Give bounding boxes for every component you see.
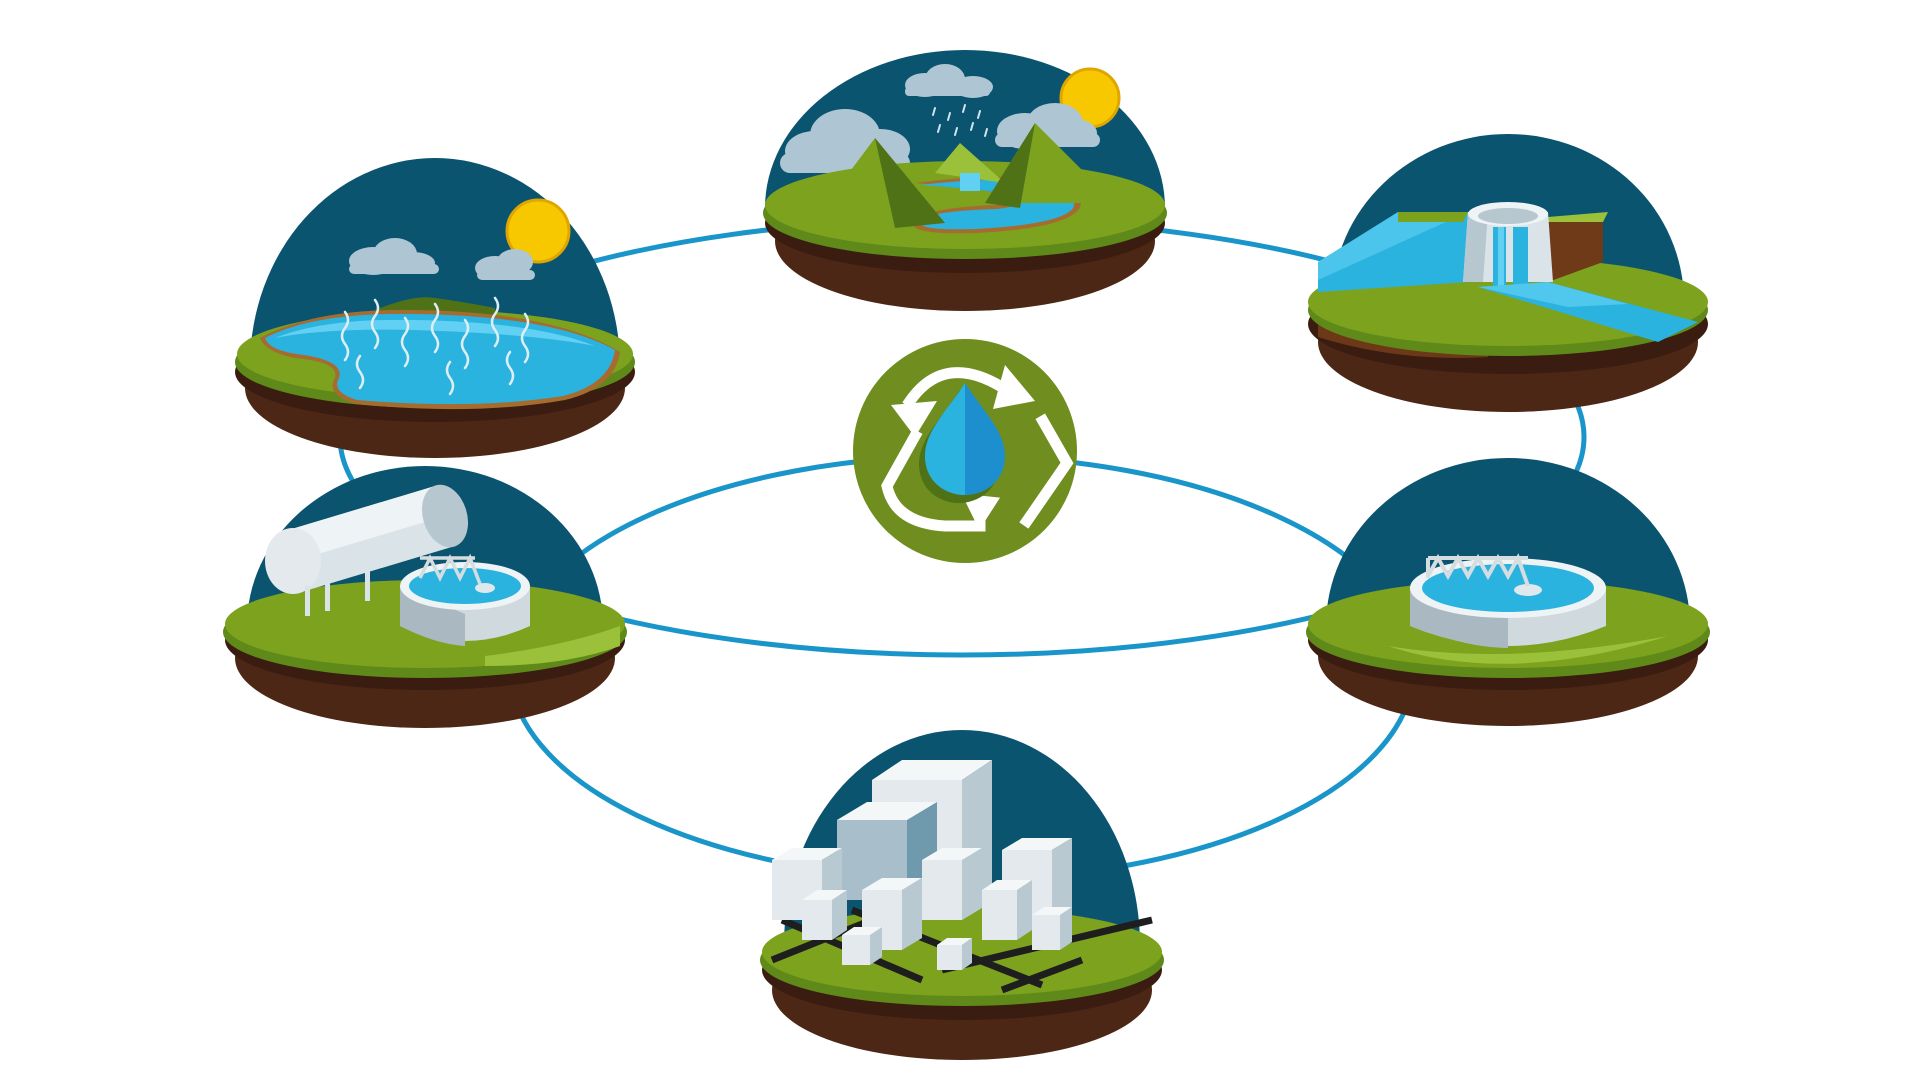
city-icon [760, 730, 1164, 1060]
treatment-basin-icon [1306, 458, 1710, 726]
dam-icon [1308, 134, 1708, 412]
lake-evaporation-icon [235, 158, 635, 458]
mountain-rain-icon [763, 50, 1167, 311]
water-recycle-icon [853, 339, 1077, 563]
storage-tank-icon [223, 466, 627, 728]
